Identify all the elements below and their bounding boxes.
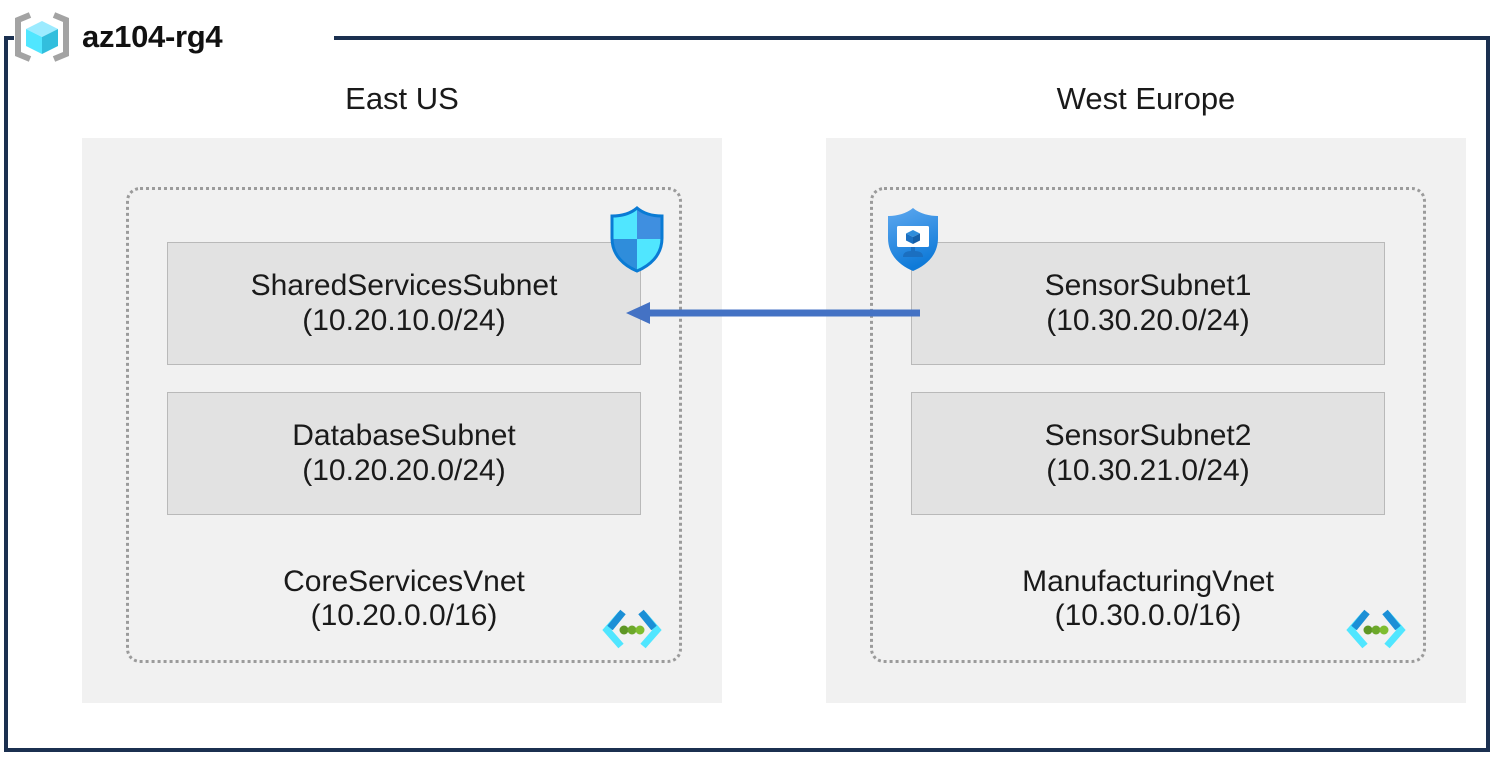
region-label-east-us: East US: [345, 81, 459, 116]
subnet-list-west-europe: SensorSubnet1 (10.30.20.0/24): [888, 208, 1385, 516]
subnet-cidr: (10.30.20.0/24): [1046, 303, 1250, 337]
vnet-name: ManufacturingVnet: [1022, 564, 1274, 598]
subnet-name: SensorSubnet2: [1044, 418, 1252, 452]
resource-group-cube-icon: [14, 12, 70, 62]
region-label-west-europe: West Europe: [1056, 81, 1236, 116]
subnet-sharedservicessubnet[interactable]: SharedServicesSubnet (10.20.10.0/24): [167, 206, 664, 366]
resource-group-frame: [4, 36, 1490, 752]
region-container-east-us: SharedServicesSubnet (10.20.10.0/24): [82, 138, 722, 704]
network-security-group-shield-icon[interactable]: [606, 205, 668, 273]
vnet-coreservicesvnet[interactable]: SharedServicesSubnet (10.20.10.0/24): [126, 187, 682, 664]
vnet-name: CoreServicesVnet: [283, 564, 525, 598]
region-east-us: East US SharedServicesSubnet (10.20.10.0…: [82, 81, 722, 704]
subnet-cidr: (10.30.21.0/24): [1046, 453, 1250, 487]
resource-group-name: az104-rg4: [82, 19, 223, 54]
region-west-europe: West Europe SensorSubnet1 (10.30.20.0/24…: [826, 81, 1466, 704]
subnet-name: SensorSubnet1: [1044, 268, 1252, 302]
subnet-name: SharedServicesSubnet: [250, 268, 558, 302]
vnet-cidr: (10.30.0.0/16): [1054, 599, 1242, 633]
subnet-sensorsubnet2[interactable]: SensorSubnet2 (10.30.21.0/24): [911, 392, 1385, 516]
subnet-sensorsubnet1[interactable]: SensorSubnet1 (10.30.20.0/24): [888, 208, 1385, 366]
application-security-group-shield-monitor-icon[interactable]: [882, 205, 944, 273]
vnet-caption-east-us: CoreServicesVnet (10.20.0.0/16): [129, 565, 679, 635]
subnet-list-east-us: SharedServicesSubnet (10.20.10.0/24): [167, 206, 664, 516]
vnet-cidr: (10.20.0.0/16): [310, 599, 498, 633]
virtual-network-icon[interactable]: [1343, 608, 1409, 652]
subnet-cidr: (10.20.20.0/24): [302, 453, 506, 487]
vnet-peering-arrow: [620, 292, 930, 334]
vnet-caption-west-europe: ManufacturingVnet (10.30.0.0/16): [873, 565, 1423, 635]
subnet-cidr: (10.20.10.0/24): [302, 303, 506, 337]
subnet-databasesubnet[interactable]: DatabaseSubnet (10.20.20.0/24): [167, 392, 641, 516]
virtual-network-icon[interactable]: [599, 608, 665, 652]
region-container-west-europe: SensorSubnet1 (10.30.20.0/24): [826, 138, 1466, 704]
vnet-manufacturingvnet[interactable]: SensorSubnet1 (10.30.20.0/24): [870, 187, 1426, 664]
resource-group-header: az104-rg4: [14, 9, 223, 65]
subnet-name: DatabaseSubnet: [292, 418, 516, 452]
